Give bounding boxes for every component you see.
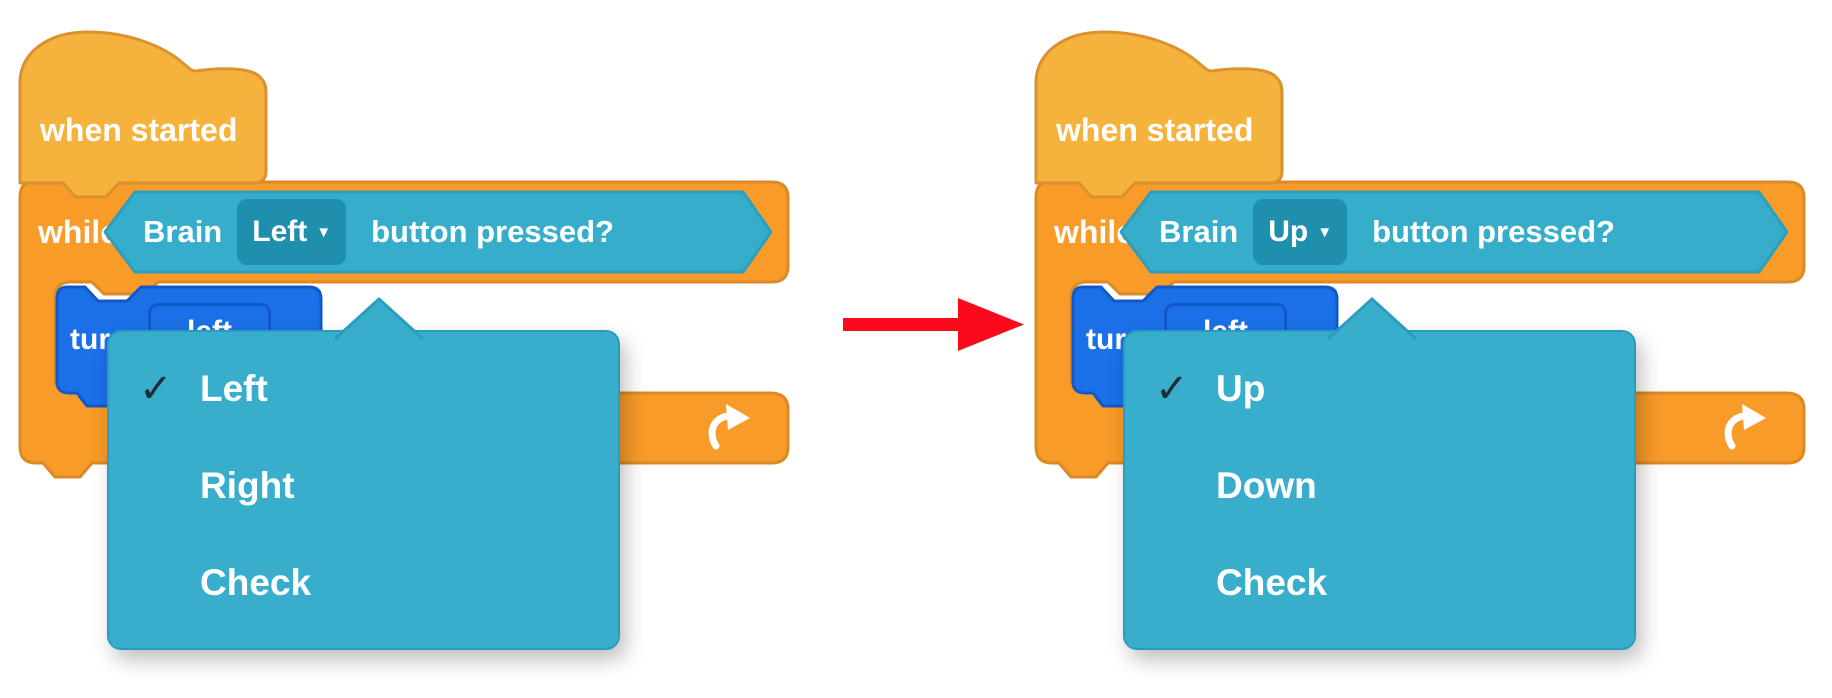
button-select[interactable]: Left ▼ bbox=[237, 199, 347, 265]
condition-device-label: Brain bbox=[143, 214, 223, 249]
transition-arrow bbox=[843, 298, 1024, 351]
dropdown-menu-item[interactable]: ✓ Up bbox=[1155, 366, 1266, 411]
repeat-arrow-icon bbox=[1724, 404, 1766, 450]
button-select[interactable]: Up ▼ bbox=[1253, 199, 1348, 265]
condition-device-label: Brain bbox=[1159, 214, 1239, 249]
dropdown-menu: ✓ Up Down Check bbox=[1123, 330, 1636, 650]
repeat-arrow-icon bbox=[708, 404, 750, 450]
dropdown-menu-item[interactable]: Right bbox=[200, 464, 295, 506]
button-select-value: Left bbox=[252, 215, 308, 248]
dropdown-caret-icon bbox=[1326, 297, 1418, 341]
condition-block[interactable]: Brain Up ▼ button pressed? bbox=[1119, 190, 1791, 274]
condition-block[interactable]: Brain Left ▼ button pressed? bbox=[103, 190, 775, 274]
code-stack-before: when started while Brain Left ▼ button p… bbox=[18, 0, 818, 698]
button-select-value: Up bbox=[1268, 215, 1309, 248]
dropdown-caret-icon bbox=[333, 297, 425, 341]
when-started-block[interactable] bbox=[1034, 30, 1294, 205]
dropdown-menu: ✓ Left Right Check bbox=[107, 330, 620, 650]
hat-block-label: when started bbox=[40, 112, 238, 148]
condition-suffix-label: button pressed? bbox=[371, 214, 614, 249]
dropdown-menu-item[interactable]: Down bbox=[1216, 464, 1317, 506]
dropdown-menu-item[interactable]: ✓ Left bbox=[139, 366, 268, 411]
dropdown-menu-item[interactable]: Check bbox=[200, 561, 312, 603]
checkmark-icon: ✓ bbox=[139, 366, 173, 411]
hat-block-label: when started bbox=[1056, 112, 1254, 148]
code-stack-after: when started while Brain Up ▼ button pre… bbox=[1034, 0, 1832, 698]
checkmark-icon: ✓ bbox=[1155, 366, 1189, 411]
condition-suffix-label: button pressed? bbox=[1372, 214, 1615, 249]
dropdown-menu-item[interactable]: Check bbox=[1216, 561, 1328, 603]
when-started-block[interactable] bbox=[18, 30, 278, 205]
chevron-down-icon: ▼ bbox=[1317, 223, 1333, 241]
chevron-down-icon: ▼ bbox=[316, 223, 332, 241]
